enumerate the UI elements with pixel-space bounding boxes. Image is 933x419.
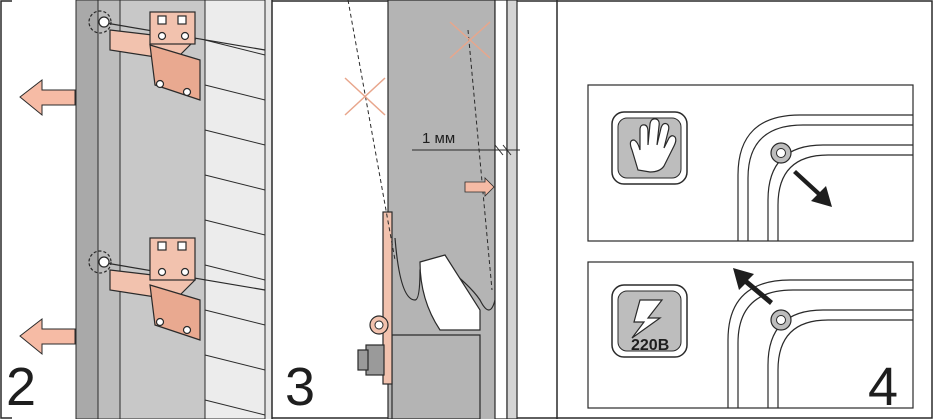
profile-middle — [97, 0, 121, 419]
hand-icon — [611, 111, 688, 185]
step-number-2: 2 — [6, 357, 36, 417]
gap-dimension-label: 1 мм — [422, 130, 455, 147]
lightning-icon: 220В — [611, 284, 688, 358]
hinge-bottom — [88, 237, 201, 341]
hinge-plate — [382, 211, 393, 385]
frame-rail-2 — [506, 0, 518, 419]
panel-step-2: 2 — [6, 0, 272, 419]
voltage-label: 220В — [631, 337, 669, 354]
dashed-guide-right — [467, 29, 493, 291]
frame-rail-1 — [494, 0, 508, 419]
panel-step-4: 220В 4 — [587, 84, 914, 417]
arrow-outward — [793, 170, 832, 207]
arrow-inward — [733, 268, 773, 305]
pull-arrow-bottom — [19, 317, 76, 356]
step-number-4: 4 — [868, 357, 898, 417]
push-arrow — [464, 177, 495, 197]
pull-arrow-top — [19, 78, 76, 117]
lower-profile-block — [391, 334, 481, 419]
panel-step-3: 1 мм 3 — [285, 0, 520, 419]
step-number-3: 3 — [285, 357, 315, 417]
door-panel-edge — [204, 0, 266, 419]
wall-gap — [12, 0, 76, 419]
bolt-nut — [357, 349, 369, 371]
hinge-top — [88, 10, 201, 101]
dashed-guide-left — [347, 0, 396, 261]
bolt-head — [365, 344, 385, 376]
profile-outer — [75, 0, 99, 419]
wrong-mark-left — [344, 77, 386, 116]
profile-notch — [419, 254, 481, 331]
slat-lines — [204, 39, 266, 416]
wrong-mark-right — [449, 21, 491, 59]
